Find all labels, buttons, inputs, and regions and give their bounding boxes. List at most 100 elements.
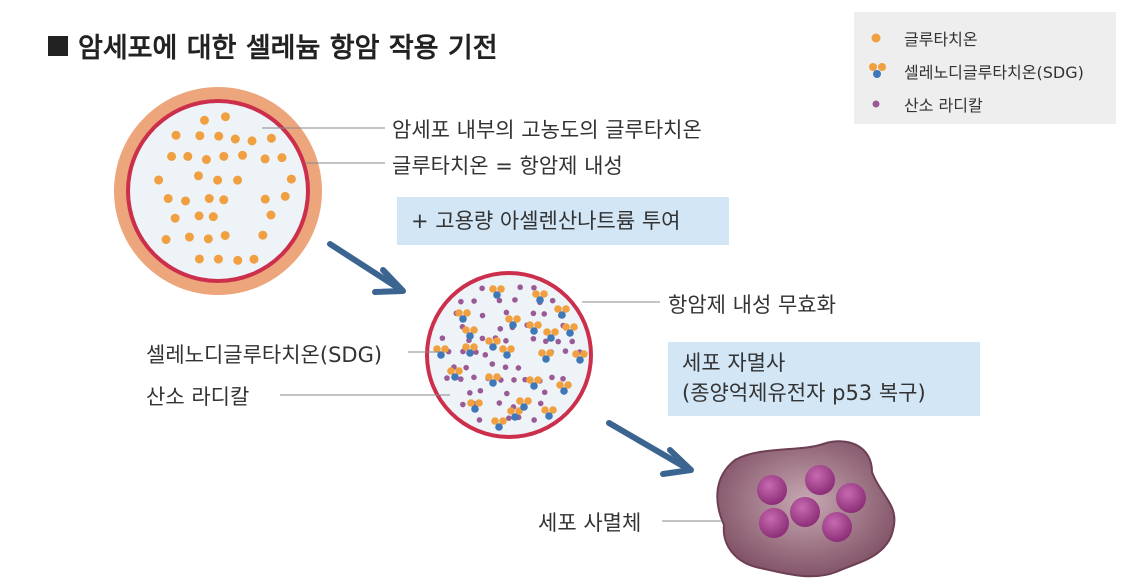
sdg-glutathione-part <box>499 345 507 353</box>
oxygen-radical-dot <box>463 364 469 371</box>
oxygen-radical-dot <box>549 374 555 381</box>
nucleus <box>805 465 835 495</box>
sdg-molecule <box>467 399 483 413</box>
sdg-selenium-part <box>451 373 459 381</box>
sdg-selenium-part <box>511 413 519 421</box>
glutathione-dot <box>194 211 204 221</box>
sdg-glutathione-part <box>507 407 515 415</box>
label-resistance-neutralized: 항암제 내성 무효화 <box>668 293 836 317</box>
sdg-selenium-part <box>530 327 538 335</box>
legend-label: 산소 라디칼 <box>904 96 983 115</box>
callout-apoptosis: 세포 자멸사 (종양억제유전자 p53 복구) <box>668 342 980 416</box>
label-oxygen-radical: 산소 라디칼 <box>146 385 250 409</box>
sdg-glutathione-part <box>564 381 572 389</box>
glutathione-dot <box>163 194 173 204</box>
sdg-molecule <box>462 343 478 357</box>
glutathione-dot <box>247 136 257 146</box>
glutathione-dot <box>181 196 191 206</box>
glutathione-dot <box>220 112 230 122</box>
oxygen-radical-dot <box>541 311 548 317</box>
legend-label: 셀레노디글루타치온(SDG) <box>904 63 1084 82</box>
glutathione-dot <box>286 174 296 184</box>
glutathione-dot <box>184 232 194 242</box>
oxygen-radical-dot <box>503 309 510 316</box>
sdg-glutathione-part <box>554 305 562 313</box>
sdg-selenium-part <box>560 387 568 395</box>
oxygen-radical-dot <box>537 400 544 407</box>
sdg-glutathione-part <box>493 373 501 381</box>
glutathione-dot <box>195 131 205 141</box>
glutathione-dot <box>194 254 204 264</box>
oxygen-radical-dot <box>503 338 509 344</box>
sdg-glutathione-part <box>540 290 548 298</box>
sdg-molecule <box>485 373 501 387</box>
sdg-molecule <box>526 321 542 335</box>
glutathione-dot <box>260 194 270 204</box>
sdg-glutathione-part <box>489 285 497 293</box>
sdg-glutathione-part <box>485 337 493 345</box>
sdg-glutathione-part <box>562 323 570 331</box>
sdg-glutathione-part <box>441 345 449 353</box>
oxygen-radical-dot <box>530 310 537 317</box>
sdg-selenium-part <box>509 321 517 329</box>
sdg-molecule <box>532 290 548 304</box>
arrow-icon <box>327 241 406 295</box>
sdg-glutathione-part <box>462 326 470 334</box>
glutathione-dot <box>167 151 177 161</box>
sdg-glutathione-part <box>513 315 521 323</box>
oxygen-radical-dot <box>457 376 464 382</box>
label-sdg: 셀레노디글루타치온(SDG) <box>146 343 383 367</box>
glutathione-dot <box>260 154 270 164</box>
sdg-glutathione-part <box>570 323 578 331</box>
apoptotic-cell <box>716 440 896 578</box>
treated-cancer-cell <box>425 271 593 439</box>
glutathione-dot <box>238 150 248 160</box>
sdg-selenium-part <box>558 311 566 319</box>
legend-item-oxygen-radical: 산소 라디칼 <box>868 92 983 116</box>
glutathione-dot <box>204 194 214 204</box>
sdg-glutathione-part <box>485 373 493 381</box>
sdg-molecule <box>489 285 505 299</box>
oxygen-radical-dot <box>460 401 466 408</box>
glutathione-dot <box>249 254 259 264</box>
oxygen-radical-dot <box>477 387 484 394</box>
sdg-molecule <box>516 397 532 411</box>
nucleus <box>822 512 852 542</box>
sdg-molecule <box>507 407 523 421</box>
sdg-glutathione-part <box>538 349 546 357</box>
sdg-glutathione-part <box>462 343 470 351</box>
sdg-glutathione-part <box>447 367 455 375</box>
oxygen-radical-dot <box>555 338 561 345</box>
sdg-selenium-part <box>489 379 497 387</box>
glutathione-dot <box>233 175 243 185</box>
oxygen-radical-dot <box>562 348 569 354</box>
sdg-selenium-part <box>437 351 445 359</box>
sdg-glutathione-part <box>526 376 534 384</box>
sdg-glutathione-part <box>507 345 515 353</box>
sdg-molecule <box>447 367 463 381</box>
sdg-molecule <box>433 345 449 359</box>
sdg-glutathione-part <box>532 290 540 298</box>
callout-dose-text: + 고용량 아셀렌산나트륨 투여 <box>411 209 681 233</box>
sdg-molecule <box>462 326 478 340</box>
sdg-glutathione-part <box>562 305 570 313</box>
sdg-molecule <box>485 337 501 351</box>
glutathione-dot <box>170 213 180 223</box>
sdg-selenium-part <box>536 296 544 304</box>
oxygen-radical-dot <box>439 335 446 341</box>
oxygen-radical-dot <box>476 417 483 423</box>
oxygen-radical-dot <box>517 284 523 291</box>
sdg-molecule <box>491 417 507 431</box>
sdg-glutathione-part <box>463 309 471 317</box>
sdg-glutathione-part <box>546 349 554 357</box>
sdg-selenium-part <box>466 349 474 357</box>
sdg-glutathione-part <box>475 399 483 407</box>
label-resistance: 글루타치온 = 항암제 내성 <box>392 154 623 178</box>
glutathione-dot <box>201 155 211 165</box>
glutathione-dot <box>277 153 287 163</box>
glutathione-dot <box>219 151 229 161</box>
glutathione-dot <box>266 210 276 220</box>
sdg-glutathione-part <box>455 367 463 375</box>
sdg-glutathione-part <box>549 406 557 414</box>
